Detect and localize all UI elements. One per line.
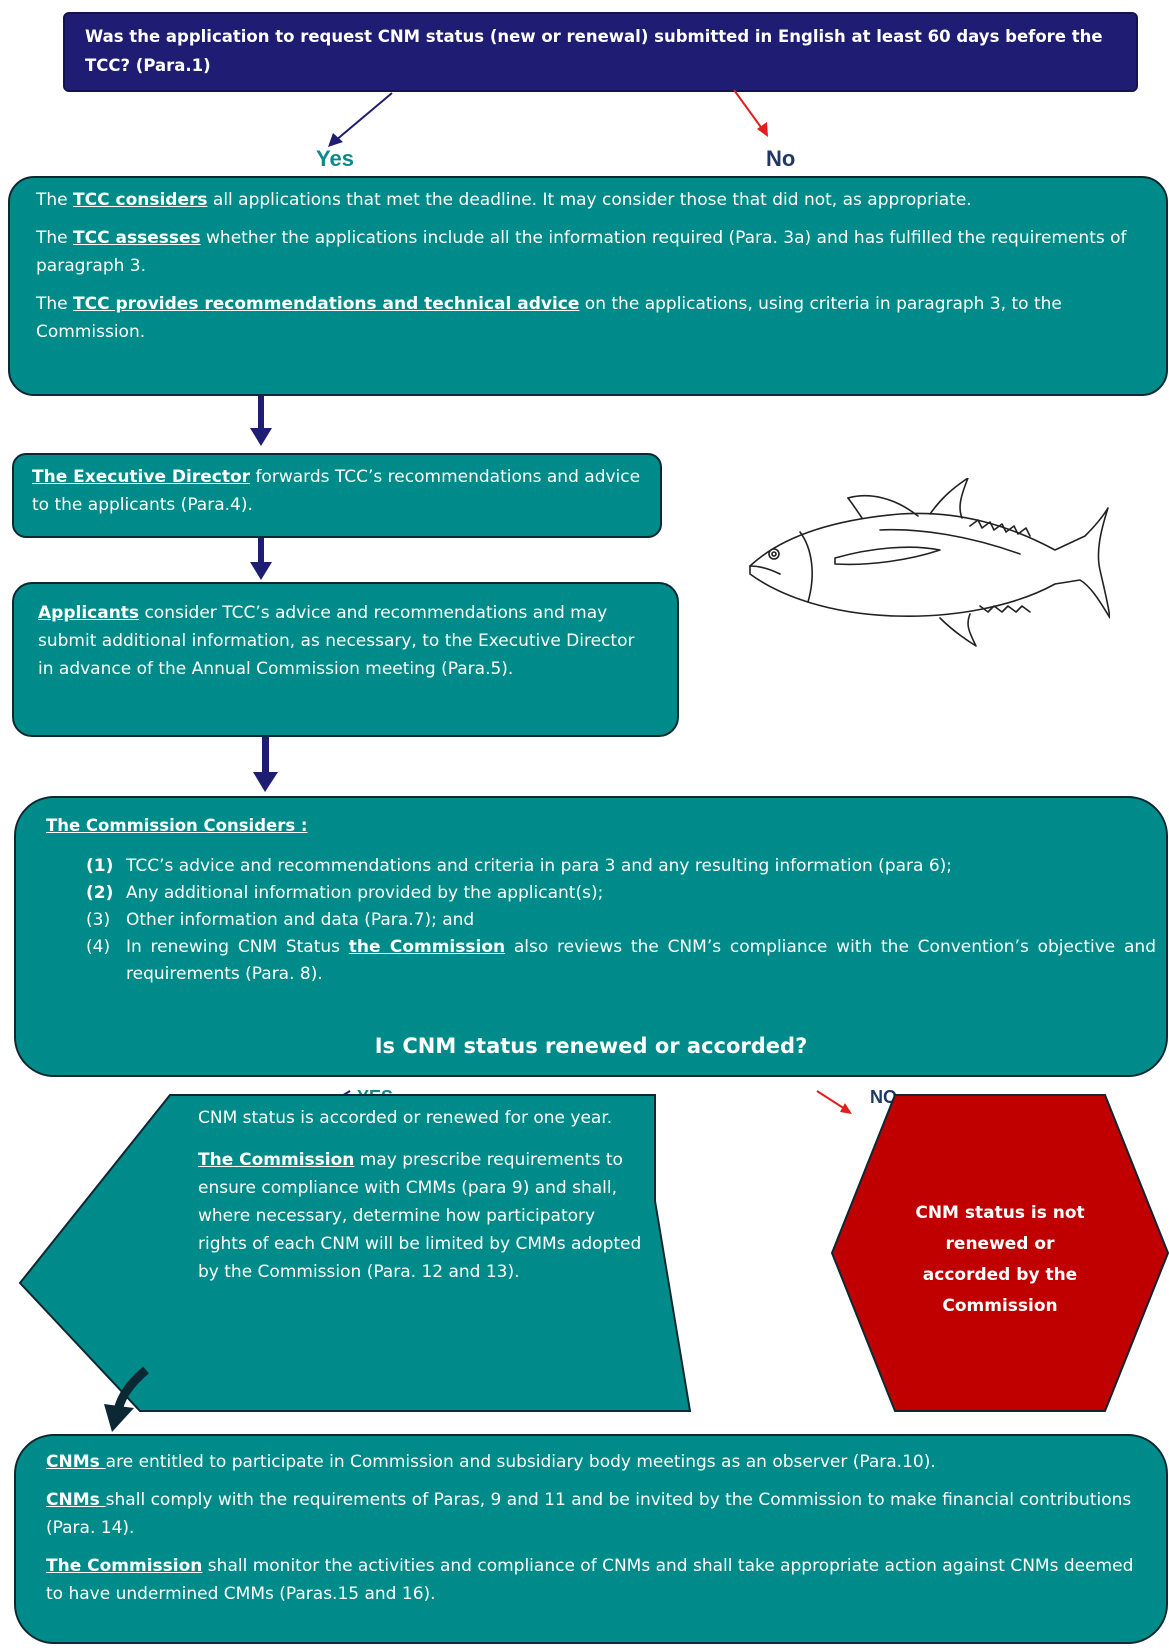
curved-down-arrow bbox=[104, 1366, 149, 1432]
executive-director-box: The Executive Director forwards TCC’s re… bbox=[12, 453, 662, 538]
accorded-outcome-text: CNM status is accorded or renewed for on… bbox=[198, 1104, 648, 1300]
executive-director-text: forwards TCC’s recommendations and advic… bbox=[32, 467, 641, 515]
commission-monitor-paragraph: The Commission shall monitor the activit… bbox=[46, 1556, 1134, 1604]
cnm-participate-paragraph: CNMs are entitled to participate in Comm… bbox=[46, 1452, 936, 1472]
applicants-emphasis: Applicants bbox=[38, 603, 140, 623]
commission-criteria-list: (1)TCC’s advice and recommendations and … bbox=[86, 853, 1156, 988]
not-accorded-outcome-shape bbox=[830, 1094, 1169, 1412]
cnm-comply-paragraph: CNMs shall comply with the requirements … bbox=[46, 1490, 1132, 1538]
criteria-item-3: (3)Other information and data (Para.7); … bbox=[86, 910, 475, 930]
tcc-box: The TCC considers all applications that … bbox=[8, 176, 1168, 396]
down-arrow-2 bbox=[250, 538, 272, 580]
accorded-outcome-shape bbox=[18, 1094, 692, 1412]
down-arrow-3 bbox=[253, 737, 278, 792]
tcc-considers-emphasis: TCC considers bbox=[73, 190, 208, 210]
no2-label: NO bbox=[870, 1087, 897, 1107]
tcc-provides-emphasis: TCC provides recommendations and technic… bbox=[73, 294, 580, 314]
tcc-considers-paragraph: The TCC considers all applications that … bbox=[36, 190, 972, 210]
down-arrow-1 bbox=[250, 396, 272, 446]
commission-considers-box: The Commission Considers : (1)TCC’s advi… bbox=[14, 796, 1168, 1077]
applicants-box: Applicants consider TCC’s advice and rec… bbox=[12, 582, 679, 737]
question-text: Was the application to request CNM statu… bbox=[85, 27, 1103, 75]
no-label: No bbox=[766, 146, 796, 171]
tcc-assesses-emphasis: TCC assesses bbox=[73, 228, 201, 248]
applicants-text: consider TCC’s advice and recommendation… bbox=[38, 603, 635, 679]
tuna-fish-icon bbox=[749, 478, 1110, 647]
yes-label: Yes bbox=[316, 146, 354, 171]
no2-arrow bbox=[816, 1090, 852, 1114]
cnm-obligations-box: CNMs are entitled to participate in Comm… bbox=[14, 1434, 1168, 1644]
yes-arrow bbox=[328, 92, 393, 147]
criteria-item-1: (1)TCC’s advice and recommendations and … bbox=[86, 856, 953, 876]
not-accorded-outcome-text: CNM status is not renewed or accorded by… bbox=[915, 1203, 1085, 1316]
criteria-item-2: (2)Any additional information provided b… bbox=[86, 883, 604, 903]
prescribe-paragraph: The Commission may prescribe requirement… bbox=[198, 1150, 642, 1282]
no-arrow bbox=[733, 89, 768, 137]
executive-director-emphasis: The Executive Director bbox=[32, 467, 251, 487]
tcc-assesses-paragraph: The TCC assesses whether the application… bbox=[36, 228, 1127, 276]
tcc-provides-paragraph: The TCC provides recommendations and tec… bbox=[36, 294, 1062, 342]
question-box: Was the application to request CNM statu… bbox=[63, 12, 1138, 92]
commission-considers-heading: The Commission Considers : bbox=[46, 816, 308, 835]
accorded-paragraph: CNM status is accorded or renewed for on… bbox=[198, 1108, 613, 1128]
renewal-question: Is CNM status renewed or accorded? bbox=[374, 1034, 808, 1058]
criteria-item-4: (4)In renewing CNM Status the Commission… bbox=[86, 937, 1156, 984]
